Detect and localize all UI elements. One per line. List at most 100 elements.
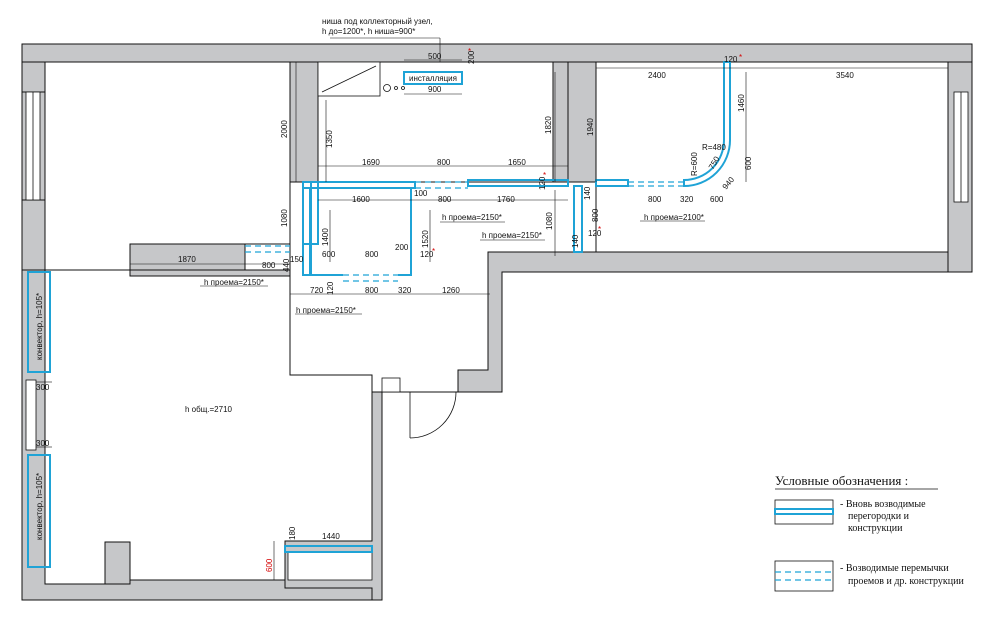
dim-800-b: 800 [438, 195, 452, 204]
radius-600: R=600 [690, 152, 699, 176]
dim-1600: 1600 [352, 195, 370, 204]
dim-100: 100 [414, 189, 428, 198]
dim-120-d: 120 [420, 250, 434, 259]
dim-800-c: 800 [648, 195, 662, 204]
dim-600-a: 600 [744, 156, 753, 170]
radius-480: R=480 [702, 143, 726, 152]
total-height-note: h общ.=2710 [185, 405, 233, 414]
partition [302, 181, 312, 276]
legend-title: Условные обозначения : [775, 473, 908, 488]
dimension-values: 500 200 900 2000 1350 1820 1940 120 2400… [36, 50, 854, 572]
dim-440: 440 [282, 258, 291, 272]
notes: ниша под коллекторный узел, h до=1200*, … [35, 17, 726, 540]
lintels [245, 181, 684, 282]
dim-800-g: 800 [365, 286, 379, 295]
wall-seg [21, 199, 46, 271]
dim-500: 500 [428, 52, 442, 61]
dim-1870: 1870 [178, 255, 196, 264]
dim-300-a: 300 [36, 383, 50, 392]
room-left [44, 61, 291, 271]
bath-fixtures [287, 61, 405, 581]
wall-seg [104, 541, 131, 585]
installation-box [403, 71, 463, 85]
dim-900: 900 [428, 85, 442, 94]
room-right [595, 61, 949, 253]
dim-600-c: 600 [322, 250, 336, 259]
dim-1760: 1760 [497, 195, 515, 204]
convector-top [27, 271, 51, 373]
dim-720: 720 [310, 286, 324, 295]
dim-320-b: 320 [398, 286, 412, 295]
legend-item2-line1: - Возводимые перемычки [840, 563, 949, 574]
dim-2000: 2000 [280, 120, 289, 138]
convector-label-1: конвектор, h=105* [35, 293, 44, 360]
dim-1940: 1940 [586, 118, 595, 136]
cabinet [287, 551, 373, 581]
dim-150: 150 [290, 255, 304, 264]
legend-item1-line2: перегородки и [848, 511, 910, 522]
dim-120-top: 120 [724, 55, 738, 64]
lintel [343, 274, 398, 282]
dimension-lines [36, 37, 948, 580]
convector-label-2: конвектор, h=105* [35, 473, 44, 540]
dim-1350: 1350 [325, 130, 334, 148]
lintel [415, 181, 468, 189]
installation-label: инсталляция [409, 74, 457, 83]
wall-seg [21, 61, 46, 93]
svg-text:*: * [739, 53, 742, 62]
partition [595, 179, 629, 187]
dim-800-f: 800 [262, 261, 276, 270]
wall-seg [289, 61, 319, 183]
dim-120-c: 120 [588, 229, 602, 238]
lintel [573, 188, 583, 252]
dim-140-a: 140 [583, 186, 592, 200]
curved-partition [683, 61, 731, 188]
windows [25, 91, 969, 451]
dim-1460: 1460 [737, 94, 746, 112]
niche-note-line1: ниша под коллекторный узел, [322, 17, 433, 26]
dim-1820: 1820 [544, 116, 553, 134]
lintel [245, 245, 290, 253]
dim-1440: 1440 [322, 532, 340, 541]
dim-800-d: 800 [591, 208, 600, 222]
dim-800-e: 800 [365, 250, 379, 259]
partition [467, 179, 569, 187]
wall-seg [457, 251, 949, 393]
svg-text:*: * [432, 247, 435, 256]
dim-1520: 1520 [421, 230, 430, 248]
svg-text:*: * [468, 47, 471, 56]
dim-2400: 2400 [648, 71, 666, 80]
dim-1080-b: 1080 [545, 212, 554, 230]
entry-door [381, 377, 457, 439]
dim-600-d: 600 [265, 558, 274, 572]
svg-text:*: * [543, 171, 546, 180]
dim-600-b: 600 [710, 195, 724, 204]
dim-180: 180 [288, 526, 297, 540]
legend-item1-line3: конструкции [848, 523, 903, 534]
dim-140-b: 140 [571, 234, 580, 248]
partition [284, 545, 373, 553]
dim-1260: 1260 [442, 286, 460, 295]
niche-note-line2: h до=1200*, h ниша=900* [322, 27, 415, 36]
door-height-2: h проема=2150* [296, 306, 356, 315]
door-height-3: h проема=2150* [442, 213, 502, 222]
dim-300-b: 300 [36, 439, 50, 448]
door-height-1: h проема=2150* [204, 278, 264, 287]
dim-120-e: 120 [326, 281, 335, 295]
dim-120-b: 120 [538, 176, 547, 190]
legend-swatch-solid [774, 499, 834, 525]
convector-bottom [27, 454, 51, 568]
window-main [25, 379, 37, 451]
dim-1650: 1650 [508, 158, 526, 167]
dim-800-a: 800 [437, 158, 451, 167]
dim-1690: 1690 [362, 158, 380, 167]
dim-200: 200 [467, 50, 476, 64]
door-height-5: h проема=2150* [482, 231, 542, 240]
red-markers: * * * * * [432, 47, 742, 256]
legend-item2-line2: проемов и др. конструкции [848, 576, 964, 587]
door-height-4: h проема=2100* [644, 213, 704, 222]
legend-item1-line1: - Вновь возводимые [840, 499, 926, 510]
wall-seg [129, 243, 246, 271]
dim-200-b: 200 [395, 243, 409, 252]
